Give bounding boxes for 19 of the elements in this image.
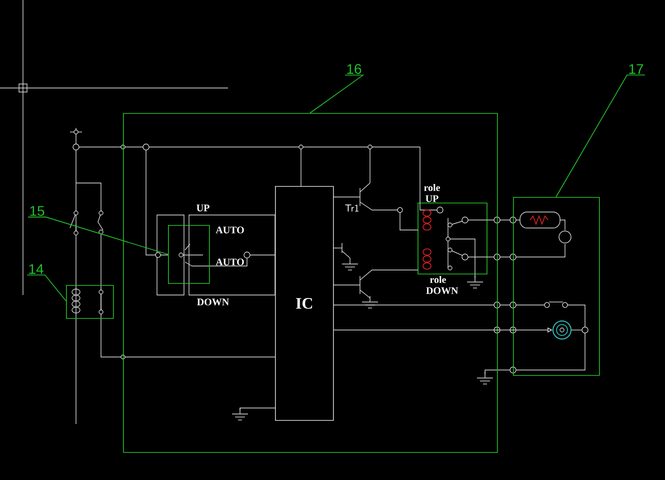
switch-label: DOWN <box>197 298 229 306</box>
callout-number: 15 <box>30 206 44 216</box>
switch-label: UP <box>196 204 210 212</box>
ic-box: IC <box>275 186 334 421</box>
transistor-label: Tr1 <box>345 204 358 212</box>
component-box <box>168 225 210 284</box>
callout-number: 14 <box>29 264 44 274</box>
leader-line <box>28 216 168 255</box>
relay-label: role UP <box>424 184 440 202</box>
leader-line <box>26 274 66 302</box>
callout-number: 17 <box>629 64 644 74</box>
component-box <box>123 113 498 453</box>
component-box <box>513 197 600 376</box>
leader-line <box>556 74 646 198</box>
leader-line <box>310 74 364 114</box>
sensor-symbol <box>552 320 572 340</box>
callout-number: 16 <box>347 64 362 74</box>
relay-label: role DOWN <box>426 276 458 294</box>
component-box <box>66 285 114 319</box>
